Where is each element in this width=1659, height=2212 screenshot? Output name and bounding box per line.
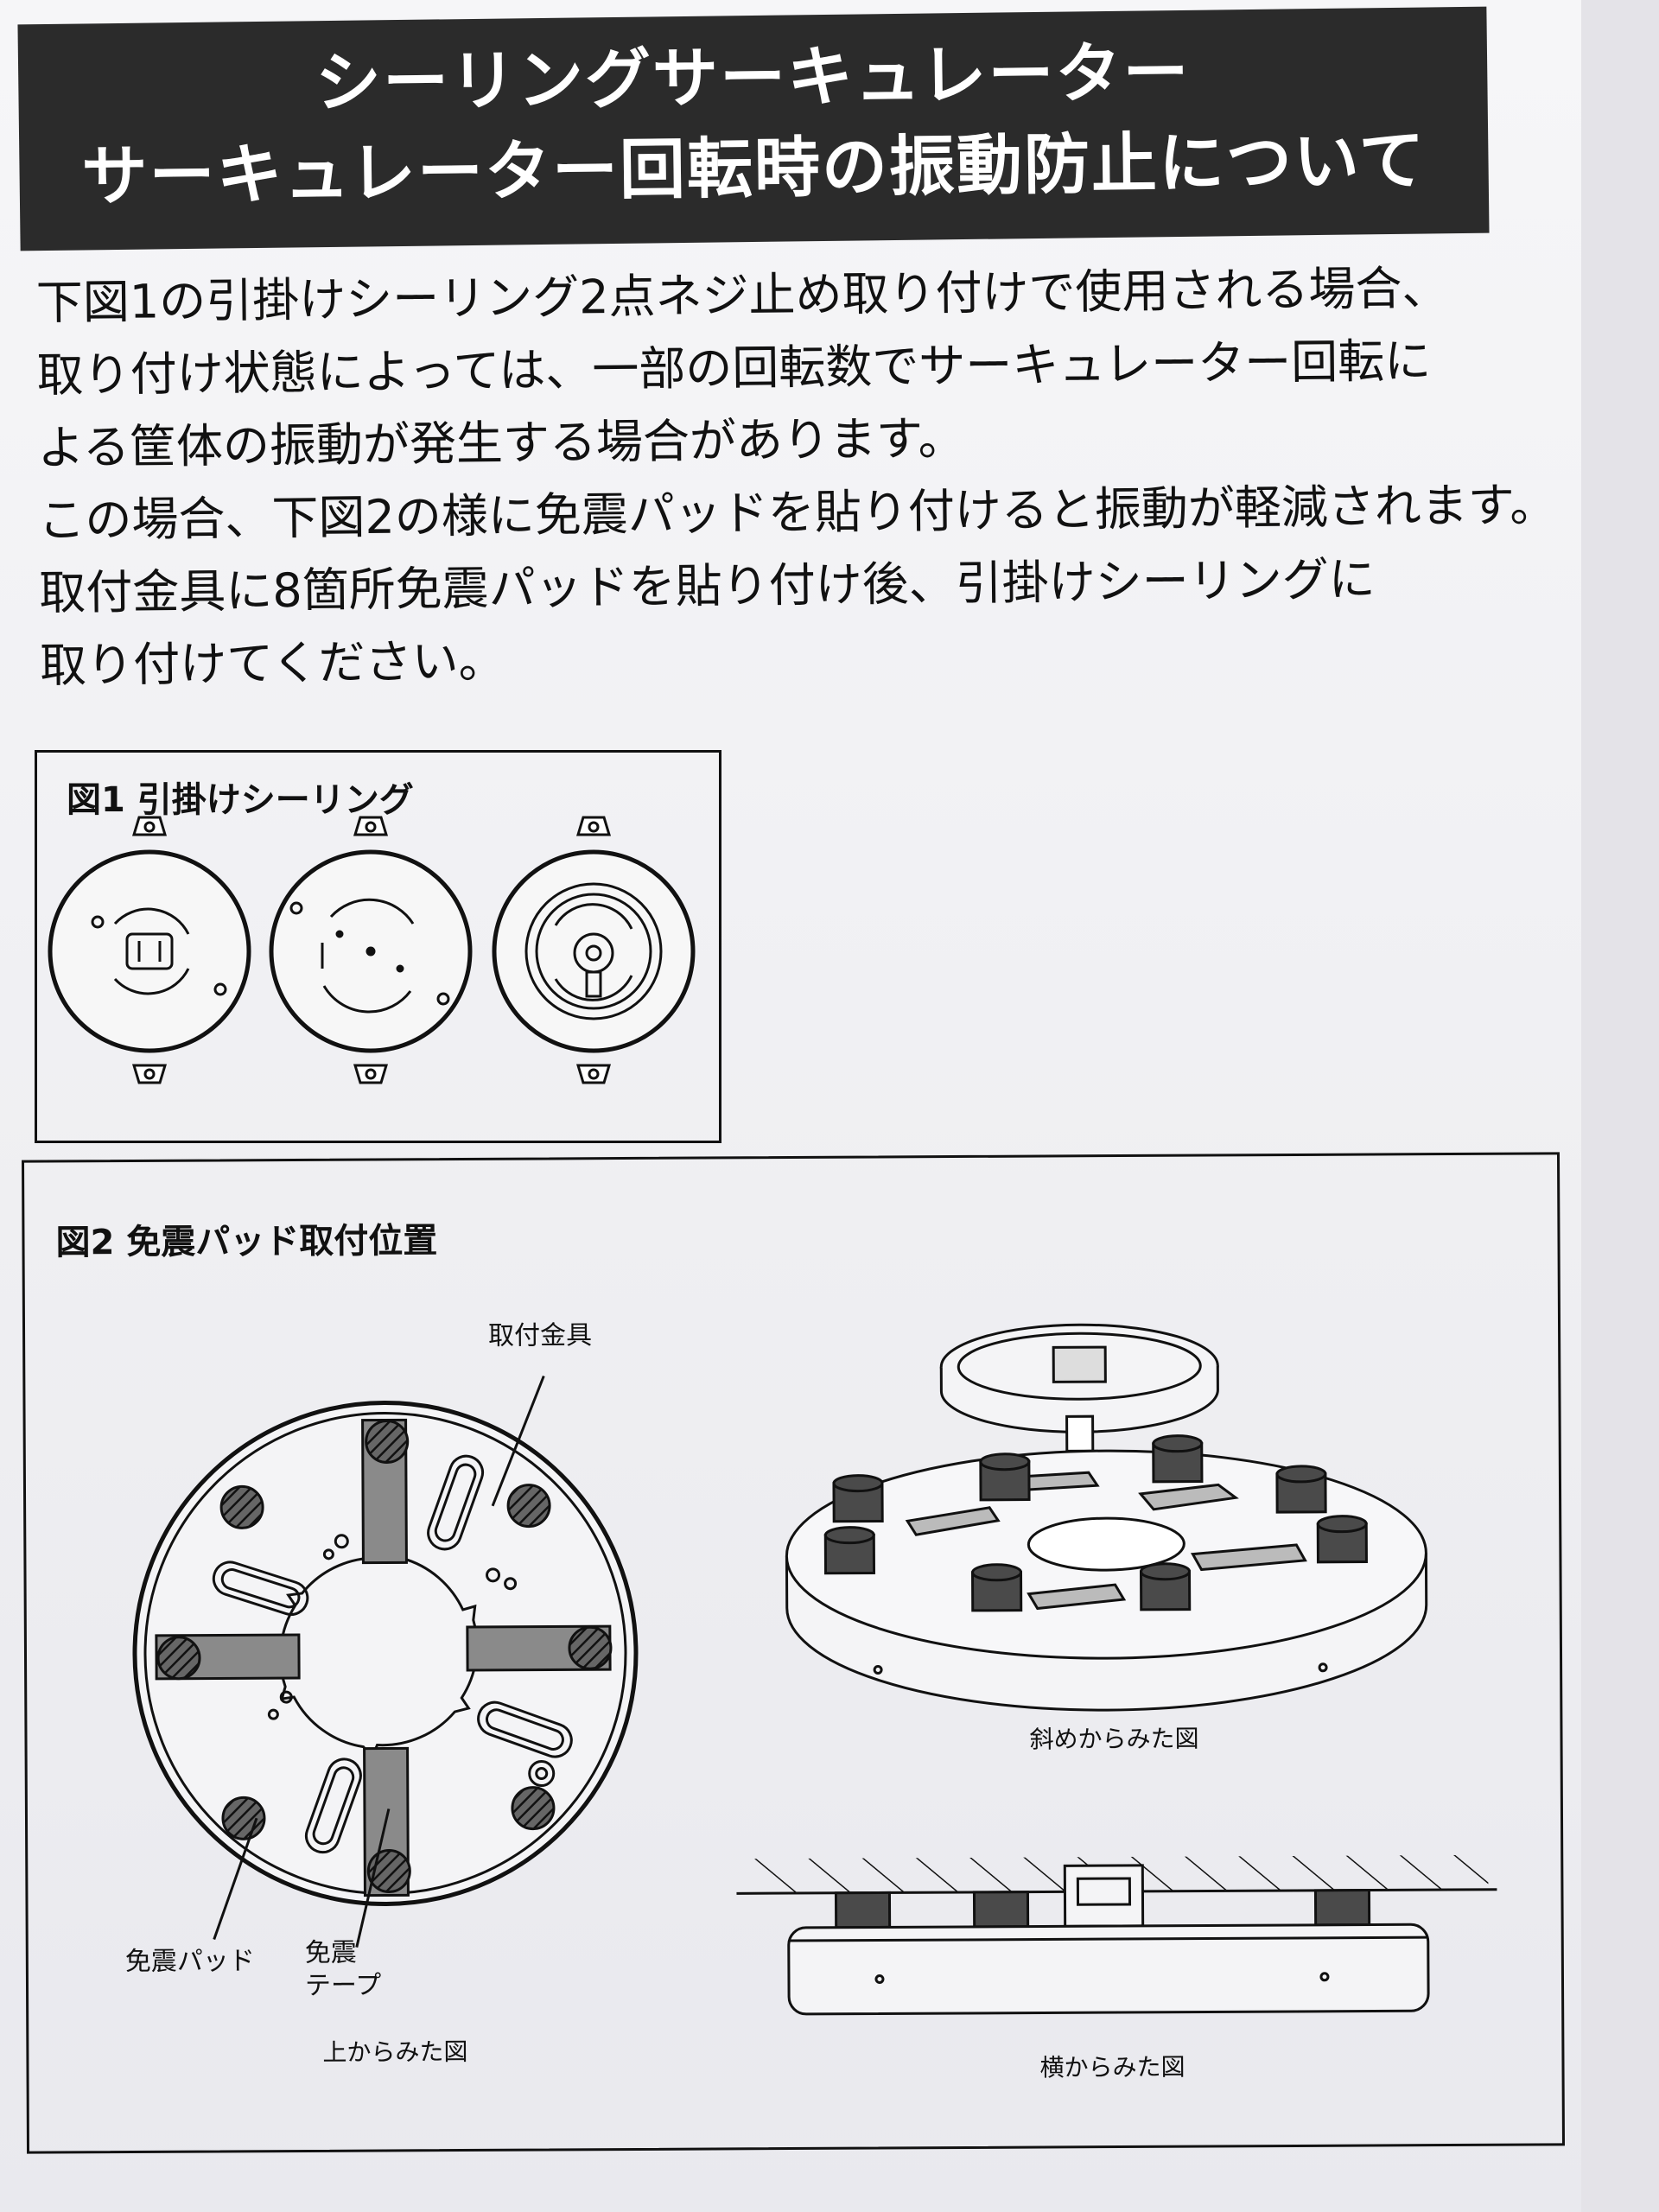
label-damping-tape-line2: テープ [304,1970,382,2001]
damping-pad [219,1484,264,1529]
intro-line: 取り付け状態によっては、一部の回転数でサーキュレーター回転に [36,334,1432,403]
damping-pad [511,1786,556,1831]
damping-pad [568,1625,613,1670]
instruction-sheet: シーリングサーキュレーター サーキュレーター回転時の振動防止について 下図1の引… [0,0,1581,2212]
damping-pad [365,1419,410,1464]
ceiling-socket-2 [269,816,473,1084]
figure1-diagram [48,816,696,1084]
damping-pad [221,1796,266,1840]
damping-pad [156,1636,201,1681]
side-view-diagram [736,1854,1497,2016]
damping-pad [366,1848,411,1893]
top-view-diagram [132,1375,639,1948]
label-damping-pad: 免震パッド [124,1946,255,1978]
header-title-line2: サーキュレーター回転時の振動防止について [80,121,1427,215]
ceiling-socket-3 [492,816,696,1084]
ceiling-socket-1 [48,816,251,1084]
intro-text: 下図1の引掛けシーリング2点ネジ止め取り付けで使用される場合、 取り付け状態によ… [35,251,1557,702]
intro-line: 取り付けてください。 [39,633,505,693]
caption-side-view: 横からみた図 [1039,2052,1185,2082]
figure2-box: 図2 免震パッド取付位置 [22,1152,1565,2154]
damping-pad [506,1484,551,1529]
label-damping-tape: 免震 テープ [305,1937,382,2003]
intro-line: 取付金具に8箇所免震パッドを貼り付け後、引掛けシーリングに [39,551,1376,620]
figure1-box: 図1 引掛けシーリング [35,750,721,1143]
figure1-title: 図1 引掛けシーリング [67,780,414,820]
oblique-view-diagram [785,1323,1428,1712]
caption-top-view: 上からみた図 [322,2037,468,2067]
figure2-diagram [132,1323,1497,2016]
header-banner: シーリングサーキュレーター サーキュレーター回転時の振動防止について [17,6,1490,251]
caption-oblique-view: 斜めからみた図 [1029,1724,1199,1754]
label-damping-tape-line1: 免震 [304,1937,357,1968]
label-mounting-bracket: 取付金具 [487,1320,593,1351]
oblique-pads [823,1434,1368,1612]
